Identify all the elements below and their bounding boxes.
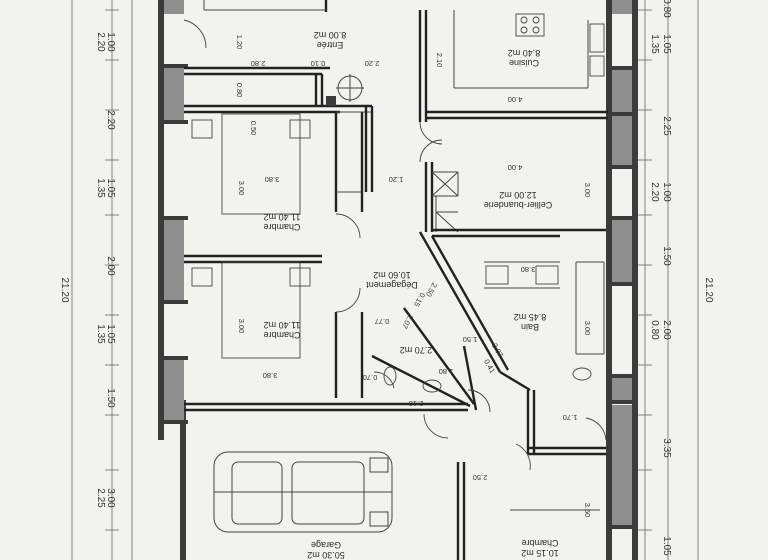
room-chambre1-area: 11.40 m2 xyxy=(264,212,301,222)
svg-text:0.80: 0.80 xyxy=(649,320,660,340)
svg-text:1.00: 1.00 xyxy=(661,182,672,202)
svg-text:1.50: 1.50 xyxy=(661,246,672,266)
room-chambre2-area: 11.40 m2 xyxy=(264,320,301,330)
svg-text:1.35: 1.35 xyxy=(95,324,106,344)
room-bain-name: Bain xyxy=(521,322,539,332)
svg-text:4.00: 4.00 xyxy=(508,163,523,172)
interior-walls xyxy=(184,0,608,560)
svg-text:1.70: 1.70 xyxy=(563,413,578,422)
svg-text:1.50: 1.50 xyxy=(105,388,116,408)
svg-text:21.20: 21.20 xyxy=(703,277,714,302)
room-bain-area: 8.45 m2 xyxy=(514,312,547,322)
left-dims: 1.00 2.20 2.20 1.05 1.35 2.00 1.35 1.05 … xyxy=(95,32,116,508)
room-garage-name: Garage xyxy=(311,540,341,550)
svg-text:1.50: 1.50 xyxy=(463,335,478,344)
svg-text:2.20: 2.20 xyxy=(365,59,380,68)
svg-text:3.80: 3.80 xyxy=(265,175,280,184)
svg-text:1.05: 1.05 xyxy=(661,34,672,54)
room-garage-area: 50.30 m2 xyxy=(307,550,345,560)
svg-text:2.00: 2.00 xyxy=(661,320,672,340)
svg-text:2.10: 2.10 xyxy=(435,53,444,68)
svg-text:0.77: 0.77 xyxy=(375,317,390,326)
total-dim-left: 21.20 xyxy=(59,277,70,302)
svg-text:2.25: 2.25 xyxy=(95,488,106,508)
svg-text:1.05: 1.05 xyxy=(661,536,672,556)
room-wc-area: 2.70 m2 xyxy=(400,345,433,355)
fixtures xyxy=(191,13,605,393)
svg-text:2.10: 2.10 xyxy=(409,399,424,408)
svg-text:1.35: 1.35 xyxy=(649,34,660,54)
svg-text:21.20: 21.20 xyxy=(59,277,70,302)
right-dims: 0.80 1.05 1.35 2.25 2.20 1.00 1.50 0.80 … xyxy=(649,0,672,556)
exterior-walls xyxy=(158,0,638,560)
room-entree-area: 8.00 m2 xyxy=(314,30,347,40)
svg-text:0.10: 0.10 xyxy=(311,59,326,68)
svg-text:2.20: 2.20 xyxy=(95,32,106,52)
room-chambre1-name: Chambre xyxy=(263,222,300,232)
svg-text:2.80: 2.80 xyxy=(251,59,266,68)
svg-text:3.80: 3.80 xyxy=(263,371,278,380)
svg-text:3.00: 3.00 xyxy=(583,321,592,336)
svg-text:3.50: 3.50 xyxy=(583,503,592,518)
room-entree-name: Entrée xyxy=(317,40,344,50)
svg-text:1.20: 1.20 xyxy=(235,35,244,50)
room-cuisine-area: 8.40 m2 xyxy=(508,48,541,58)
room-degagement-name: Dégagement xyxy=(366,280,418,290)
svg-text:3.35: 3.35 xyxy=(661,438,672,458)
svg-text:0.70: 0.70 xyxy=(363,373,378,382)
room-cellier-area: 12.00 m2 xyxy=(499,190,537,200)
car-icon xyxy=(213,451,393,533)
svg-text:0.80: 0.80 xyxy=(661,0,672,18)
svg-text:1.00: 1.00 xyxy=(105,32,116,52)
svg-text:1.35: 1.35 xyxy=(95,178,106,198)
svg-text:2.25: 2.25 xyxy=(661,116,672,136)
svg-text:1.05: 1.05 xyxy=(105,178,116,198)
svg-text:2.00: 2.00 xyxy=(105,256,116,276)
dimension-lines xyxy=(71,0,699,560)
svg-text:3.00: 3.00 xyxy=(237,181,246,196)
svg-text:3.00: 3.00 xyxy=(583,183,592,198)
room-chambre3-area: 10.15 m2 xyxy=(521,548,559,558)
room-cuisine-name: Cuisine xyxy=(509,58,539,68)
room-degagement-area: 10.60 m2 xyxy=(373,270,411,280)
svg-text:4.00: 4.00 xyxy=(508,95,523,104)
svg-text:0.50: 0.50 xyxy=(249,121,258,136)
room-chambre2-name: Chambre xyxy=(263,330,300,340)
door-arcs xyxy=(183,19,607,471)
room-labels: Entrée 8.00 m2 Cuisine 8.40 m2 Chambre 1… xyxy=(263,30,558,560)
svg-text:0.80: 0.80 xyxy=(235,83,244,98)
svg-text:3.00: 3.00 xyxy=(105,488,116,508)
svg-text:2.20: 2.20 xyxy=(105,110,116,130)
svg-text:3.00: 3.00 xyxy=(237,319,246,334)
svg-text:1.80: 1.80 xyxy=(439,367,454,376)
room-chambre3-name: Chambre xyxy=(521,538,558,548)
total-dim-right: 21.20 xyxy=(703,277,714,302)
svg-text:2.50: 2.50 xyxy=(473,473,488,482)
room-cellier-name: Cellier-buanderie xyxy=(484,200,553,210)
svg-text:2.20: 2.20 xyxy=(649,182,660,202)
svg-text:3.80: 3.80 xyxy=(521,265,536,274)
svg-text:1.20: 1.20 xyxy=(389,175,404,184)
svg-text:1.05: 1.05 xyxy=(105,324,116,344)
